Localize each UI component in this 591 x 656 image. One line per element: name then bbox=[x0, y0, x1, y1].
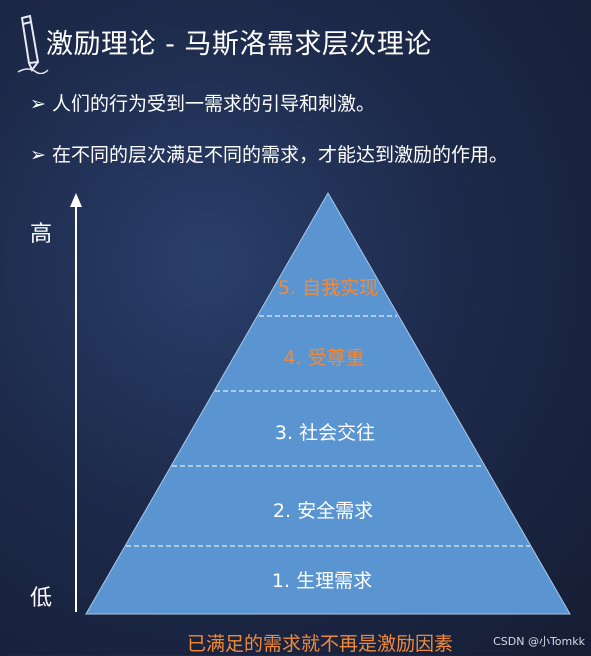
level-1-label: 1. 生理需求 bbox=[272, 570, 372, 592]
level-2-label: 2. 安全需求 bbox=[273, 500, 373, 522]
pyramid-shape bbox=[85, 191, 571, 615]
pencil-icon bbox=[17, 14, 49, 74]
bullet-text: 人们的行为受到一需求的引导和刺激。 bbox=[52, 93, 376, 115]
axis-label-low: 低 bbox=[30, 586, 53, 611]
slide-title: 激励理论 - 马斯洛需求层次理论 bbox=[46, 29, 432, 60]
bullet-item: ➢ 人们的行为受到一需求的引导和刺激。 bbox=[30, 89, 375, 116]
axis-label-high: 高 bbox=[30, 222, 53, 247]
bullet-text: 在不同的层次满足不同的需求，才能达到激励的作用。 bbox=[52, 144, 509, 166]
bullet-item: ➢ 在不同的层次满足不同的需求，才能达到激励的作用。 bbox=[30, 140, 508, 167]
level-5-label: 5. 自我实现 bbox=[278, 277, 378, 299]
bullet-marker: ➢ bbox=[30, 93, 46, 115]
caption: 已满足的需求就不再是激励因素 bbox=[186, 633, 453, 655]
level-4-label: 4. 受尊重 bbox=[283, 347, 364, 369]
bullet-marker: ➢ bbox=[30, 144, 46, 166]
watermark: CSDN @小Tomkk bbox=[493, 635, 585, 648]
arrow-head-icon bbox=[70, 193, 82, 207]
level-3-label: 3. 社会交往 bbox=[275, 422, 375, 444]
